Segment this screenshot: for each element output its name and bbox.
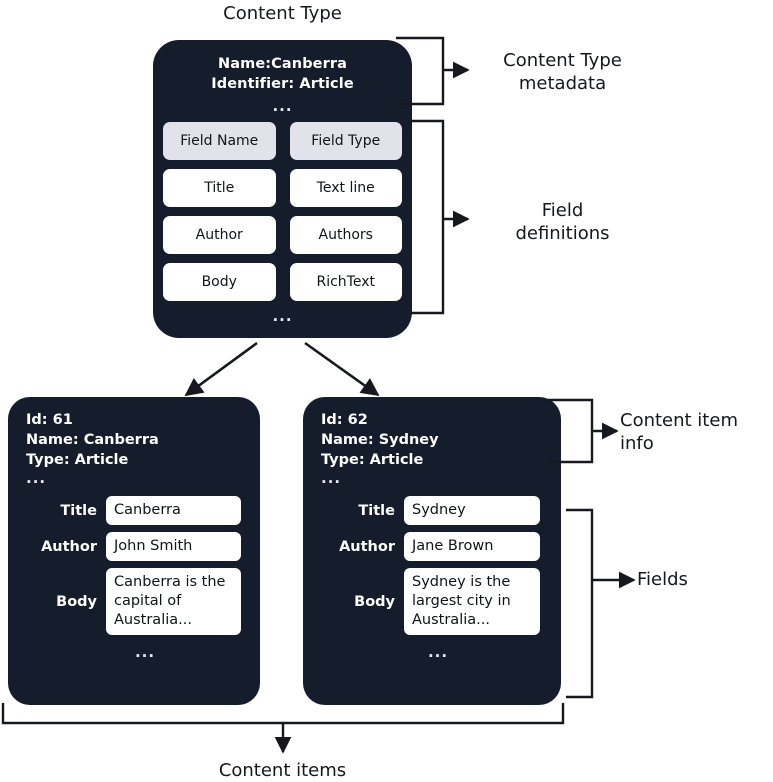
field-label: Author bbox=[41, 538, 97, 555]
content-item-name-line: Name: Sydney bbox=[321, 432, 439, 448]
field-type-cell: Authors bbox=[289, 216, 402, 254]
content-type-metadata-ellipsis: ... bbox=[272, 97, 293, 115]
content-item-info: Id: 61 Name: Canberra Type: Article bbox=[8, 397, 260, 470]
annotation-content-type-metadata: Content Type metadata bbox=[503, 50, 622, 94]
annotation-field-definitions: Field definitions bbox=[515, 200, 610, 244]
field-value: Canberra bbox=[106, 496, 241, 525]
field-value: Sydney is the largest city in Australia.… bbox=[404, 568, 540, 635]
bracket-fields bbox=[566, 508, 594, 699]
field-label: Body bbox=[56, 593, 97, 610]
field-label: Author bbox=[339, 538, 395, 555]
content-type-card: Name:Canberra Identifier: Article ... Fi… bbox=[153, 40, 412, 338]
diagram-title: Content Type bbox=[223, 3, 342, 24]
bracket-content-items bbox=[1, 703, 565, 725]
column-header-field-type: Field Type bbox=[289, 122, 402, 160]
content-item-fields: Title Canberra Author John Smith Body Ca… bbox=[8, 496, 260, 635]
field-row: Author Jane Brown bbox=[303, 532, 561, 561]
annotation-content-items: Content items bbox=[218, 760, 347, 781]
table-row: Author Authors bbox=[163, 216, 402, 254]
bracket-field-definitions bbox=[411, 119, 445, 315]
field-label: Body bbox=[354, 593, 395, 610]
content-item-type-line: Type: Article bbox=[26, 452, 129, 468]
field-label: Title bbox=[358, 502, 395, 519]
content-item-fields-ellipsis: ... bbox=[134, 643, 156, 661]
field-definitions-table: Field Name Field Type Title Text line Au… bbox=[153, 122, 412, 301]
content-item-type-line: Type: Article bbox=[321, 452, 424, 468]
table-row: Title Text line bbox=[163, 169, 402, 207]
arrow-to-content-item-1 bbox=[304, 341, 380, 397]
content-type-identifier-line: Identifier: Article bbox=[211, 76, 354, 92]
content-item-info: Id: 62 Name: Sydney Type: Article bbox=[303, 397, 561, 470]
field-value: Sydney bbox=[404, 496, 540, 525]
annotation-content-item-info: Content item info bbox=[620, 410, 738, 454]
field-row: Title Sydney bbox=[303, 496, 561, 525]
table-row: Body RichText bbox=[163, 263, 402, 301]
field-definitions-ellipsis: ... bbox=[272, 307, 293, 325]
content-item-card: Id: 62 Name: Sydney Type: Article ... Ti… bbox=[303, 397, 561, 705]
field-row: Body Canberra is the capital of Australi… bbox=[8, 568, 260, 635]
content-type-name-line: Name:Canberra bbox=[217, 56, 347, 72]
field-value: John Smith bbox=[106, 532, 241, 561]
field-type-cell: Text line bbox=[289, 169, 402, 207]
content-item-id-line: Id: 62 bbox=[321, 412, 368, 428]
field-value: Jane Brown bbox=[404, 532, 540, 561]
content-item-fields: Title Sydney Author Jane Brown Body Sydn… bbox=[303, 496, 561, 635]
field-label: Title bbox=[60, 502, 97, 519]
table-header-row: Field Name Field Type bbox=[163, 122, 402, 160]
field-type-cell: RichText bbox=[289, 263, 402, 301]
content-item-name-line: Name: Canberra bbox=[26, 432, 159, 448]
content-type-metadata: Name:Canberra Identifier: Article bbox=[153, 40, 412, 94]
field-row: Title Canberra bbox=[8, 496, 260, 525]
field-name-cell: Author bbox=[163, 216, 276, 254]
column-header-field-name: Field Name bbox=[163, 122, 276, 160]
content-item-fields-ellipsis: ... bbox=[427, 643, 449, 661]
content-item-id-line: Id: 61 bbox=[26, 412, 73, 428]
field-value: Canberra is the capital of Australia... bbox=[106, 568, 241, 635]
content-item-info-ellipsis: ... bbox=[321, 469, 342, 487]
arrow-to-content-item-0 bbox=[184, 341, 258, 397]
field-row: Body Sydney is the largest city in Austr… bbox=[303, 568, 561, 635]
content-item-card: Id: 61 Name: Canberra Type: Article ... … bbox=[8, 397, 260, 705]
field-name-cell: Title bbox=[163, 169, 276, 207]
annotation-fields: Fields bbox=[637, 569, 688, 590]
field-row: Author John Smith bbox=[8, 532, 260, 561]
content-item-info-ellipsis: ... bbox=[26, 469, 47, 487]
field-name-cell: Body bbox=[163, 263, 276, 301]
